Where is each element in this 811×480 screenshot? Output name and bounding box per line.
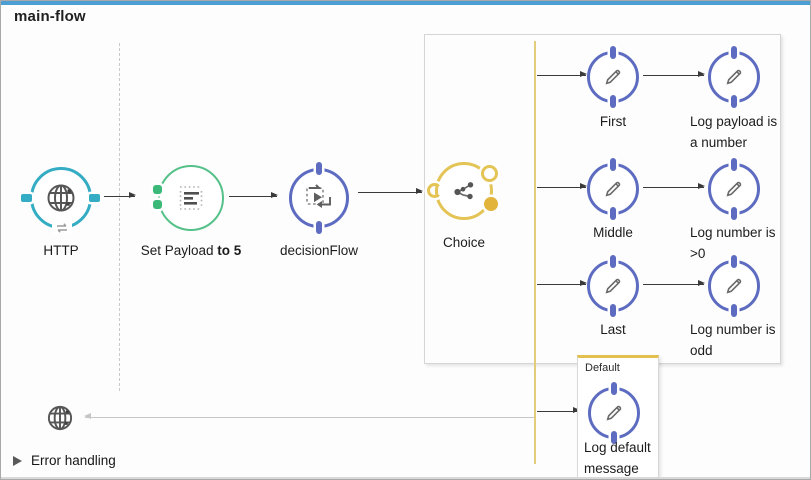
triangle-right-icon	[13, 455, 22, 466]
pencil-icon	[600, 273, 626, 304]
decisionflow-bottom-bar	[316, 221, 322, 234]
route-label: Last	[600, 322, 626, 337]
logger-node-default[interactable]	[588, 382, 640, 444]
logger-label: Log payload is a number	[690, 114, 778, 150]
logger-bottom-bar	[610, 207, 616, 220]
response-globe-icon	[44, 402, 76, 434]
choice-router-line	[534, 41, 536, 464]
set-payload-node[interactable]	[151, 161, 231, 235]
branch-icon	[449, 176, 479, 206]
decisionflow-label: decisionFlow	[279, 243, 359, 258]
route-arrow	[537, 280, 587, 287]
pencil-icon	[600, 176, 626, 207]
flow-arrow	[229, 192, 278, 199]
route-label: First	[599, 114, 627, 129]
logger-label: Log default message	[584, 440, 651, 476]
top-accent-bar	[1, 1, 810, 5]
error-handling-label: Error handling	[31, 453, 116, 468]
set-payload-label-bold: to 5	[217, 243, 242, 258]
http-left-tab	[21, 194, 32, 202]
pencil-icon	[721, 64, 747, 95]
decisionflow-top-bar	[316, 162, 322, 175]
pencil-icon	[600, 64, 626, 95]
logger-bottom-bar	[731, 304, 737, 317]
choice-open-dot	[481, 165, 498, 182]
http-right-tab	[89, 194, 100, 202]
logger-bottom-bar	[731, 207, 737, 220]
logger-bottom-bar	[610, 304, 616, 317]
globe-icon	[43, 180, 79, 216]
choice-node[interactable]	[425, 158, 505, 224]
default-route-arrow	[537, 407, 580, 414]
default-route-label: Default	[585, 362, 620, 374]
logger-top-bar	[610, 158, 616, 171]
logger-label: Log number is odd	[690, 322, 776, 358]
set-payload-label-text: Set Payload	[140, 243, 214, 258]
route-arrow	[537, 183, 587, 190]
pencil-icon	[721, 176, 747, 207]
logger-node-log-odd[interactable]	[708, 255, 760, 317]
flow-arrow	[104, 192, 136, 199]
choice-label: Choice	[442, 235, 486, 250]
return-flow-line	[84, 413, 534, 420]
logger-bottom-bar	[610, 95, 616, 108]
list-icon	[173, 180, 209, 216]
logger-top-bar	[611, 382, 617, 395]
logger-node-log-payload[interactable]	[708, 46, 760, 108]
http-label: HTTP	[43, 243, 79, 258]
set-payload-dot	[153, 185, 162, 194]
route-arrow	[537, 71, 587, 78]
flow-arrow	[358, 188, 423, 195]
flow-reference-icon	[303, 182, 335, 214]
set-payload-dot	[153, 200, 162, 209]
logger-top-bar	[731, 46, 737, 59]
choice-left-tab	[427, 183, 442, 198]
logger-node-last[interactable]	[587, 255, 639, 317]
logger-label: Log number is >0	[690, 225, 776, 261]
set-payload-label: Set Payload to 5	[116, 240, 266, 261]
logger-top-bar	[731, 158, 737, 171]
logger-node-middle[interactable]	[587, 158, 639, 220]
flow-arrow	[643, 71, 705, 78]
flow-arrow	[643, 280, 705, 287]
http-listener-node[interactable]	[19, 161, 103, 235]
flow-arrow	[643, 183, 705, 190]
logger-node-log-gt0[interactable]	[708, 158, 760, 220]
flow-title[interactable]: main-flow	[14, 8, 86, 25]
flow-reference-node[interactable]	[284, 157, 354, 239]
logger-top-bar	[610, 255, 616, 268]
logger-top-bar	[610, 46, 616, 59]
choice-filled-dot	[484, 197, 498, 211]
logger-bottom-bar	[611, 431, 617, 444]
route-label: Middle	[593, 225, 633, 240]
bottom-border-strip	[1, 477, 810, 479]
error-handling-toggle[interactable]: Error handling	[13, 453, 116, 468]
logger-node-first[interactable]	[587, 46, 639, 108]
pencil-icon	[601, 400, 627, 431]
pencil-icon	[721, 273, 747, 304]
logger-top-bar	[731, 255, 737, 268]
dashed-guide-line	[119, 43, 120, 391]
sync-arrows-icon	[52, 221, 72, 234]
logger-bottom-bar	[731, 95, 737, 108]
